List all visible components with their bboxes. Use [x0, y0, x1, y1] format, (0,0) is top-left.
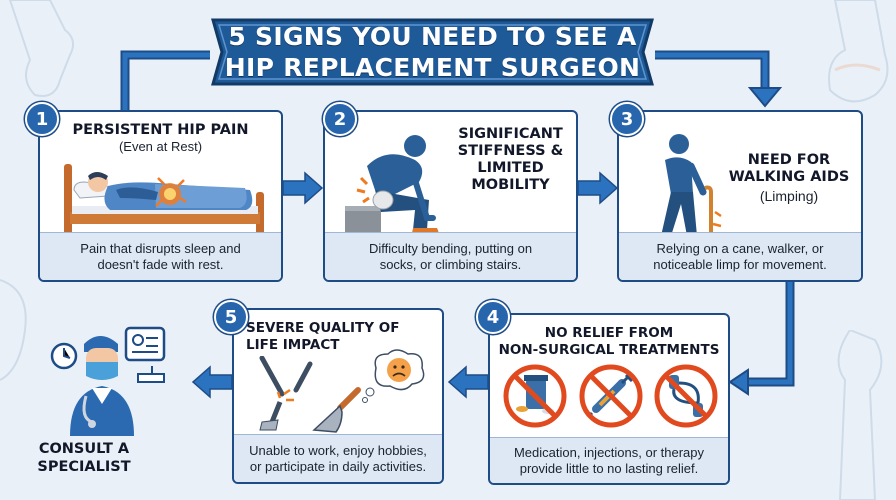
sign-3-desc-line-2: noticeable limp for movement. [653, 256, 827, 272]
sign-3-description: Relying on a cane, walker, or noticeable… [619, 232, 861, 280]
sign-card-4: NO RELIEF FROM NON-SURGICAL TREATMENTS M… [488, 313, 730, 485]
arrow-card1-to-title [120, 50, 210, 112]
arrow-card2-to-card3 [577, 171, 619, 205]
arrow-card1-to-card2 [282, 171, 324, 205]
arrow-card3-to-card4 [728, 368, 749, 396]
arrow-card5-to-consult [191, 365, 233, 399]
sign-card-2: SIGNIFICANT STIFFNESS & LIMITED MOBILITY… [323, 110, 578, 282]
title-line-1: 5 SIGNS YOU NEED TO SEE A [228, 22, 637, 51]
sign-4-description: Medication, injections, or therapy provi… [490, 437, 728, 483]
sign-4-desc-line-2: provide little to no lasting relief. [519, 460, 699, 476]
sign-3-title: NEED FOR WALKING AIDS [728, 152, 850, 185]
sign-card-5: SEVERE QUALITY OF LIFE IMPACT Unable to … [232, 308, 444, 484]
sign-2-desc-line-2: socks, or climbing stairs. [379, 256, 522, 272]
sad-face-thought-icon [362, 349, 425, 403]
doctor-specialist-icon [50, 326, 166, 436]
sign-1-title: PERSISTENT HIP PAIN [72, 122, 249, 138]
sign-1-desc-line-2: doesn't fade with rest. [97, 256, 224, 272]
title-banner [211, 18, 654, 86]
sign-2-description: Difficulty bending, putting on socks, or… [325, 232, 576, 280]
sign-1-desc-line-1: Pain that disrupts sleep and [80, 240, 241, 256]
step-number-4: 4 [476, 300, 510, 334]
consult-specialist-label: CONSULT A SPECIALIST [37, 441, 131, 475]
sign-1-subtitle: (Even at Rest) [118, 139, 203, 154]
arrow-title-to-card3 [747, 87, 783, 108]
no-therapy-band-icon [654, 364, 718, 428]
step-number-1: 1 [25, 102, 59, 136]
sign-3-desc-line-1: Relying on a cane, walker, or [656, 240, 824, 256]
sign-5-description: Unable to work, enjoy hobbies, or partic… [234, 434, 442, 482]
title-line-2: HIP REPLACEMENT SURGEON [224, 53, 641, 82]
sign-card-3: NEED FOR WALKING AIDS (Limping) Relying … [617, 110, 863, 282]
sign-5-title: SEVERE QUALITY OF LIFE IMPACT [246, 320, 400, 353]
sign-2-title: SIGNIFICANT STIFFNESS & LIMITED MOBILITY [457, 126, 564, 193]
background-bone-bottom-right-icon [837, 330, 883, 500]
sign-5-desc-line-1: Unable to work, enjoy hobbies, [249, 442, 427, 458]
background-bone-left-icon [8, 0, 75, 97]
sign-1-description: Pain that disrupts sleep and doesn't fad… [40, 232, 281, 280]
sign-3-subtitle: (Limping) [759, 188, 819, 204]
page-title: 5 SIGNS YOU NEED TO SEE A HIP REPLACEMEN… [205, 20, 660, 84]
garden-trowel-icon [312, 387, 361, 433]
arrow-card4-to-card5 [447, 365, 489, 399]
sign-4-desc-line-1: Medication, injections, or therapy [513, 444, 705, 460]
sign-card-1: PERSISTENT HIP PAIN (Even at Rest) Pain … [38, 110, 283, 282]
step-number-2: 2 [323, 102, 357, 136]
person-in-bed-hip-pain-icon [64, 164, 264, 238]
person-with-cane-icon [661, 134, 722, 236]
background-bone-right-icon [828, 0, 889, 103]
step-number-5: 5 [214, 300, 248, 334]
step-number-3: 3 [610, 102, 644, 136]
broken-golf-club-icon [259, 356, 313, 431]
sign-5-desc-line-2: or participate in daily activities. [249, 458, 427, 474]
sign-4-title: NO RELIEF FROM NON-SURGICAL TREATMENTS [498, 325, 720, 358]
no-medication-icon [503, 364, 567, 428]
sign-2-desc-line-1: Difficulty bending, putting on [368, 240, 533, 256]
background-bone-bottom-left-icon [0, 279, 27, 381]
no-injection-icon [579, 364, 643, 428]
person-bending-pain-icon [345, 135, 439, 238]
